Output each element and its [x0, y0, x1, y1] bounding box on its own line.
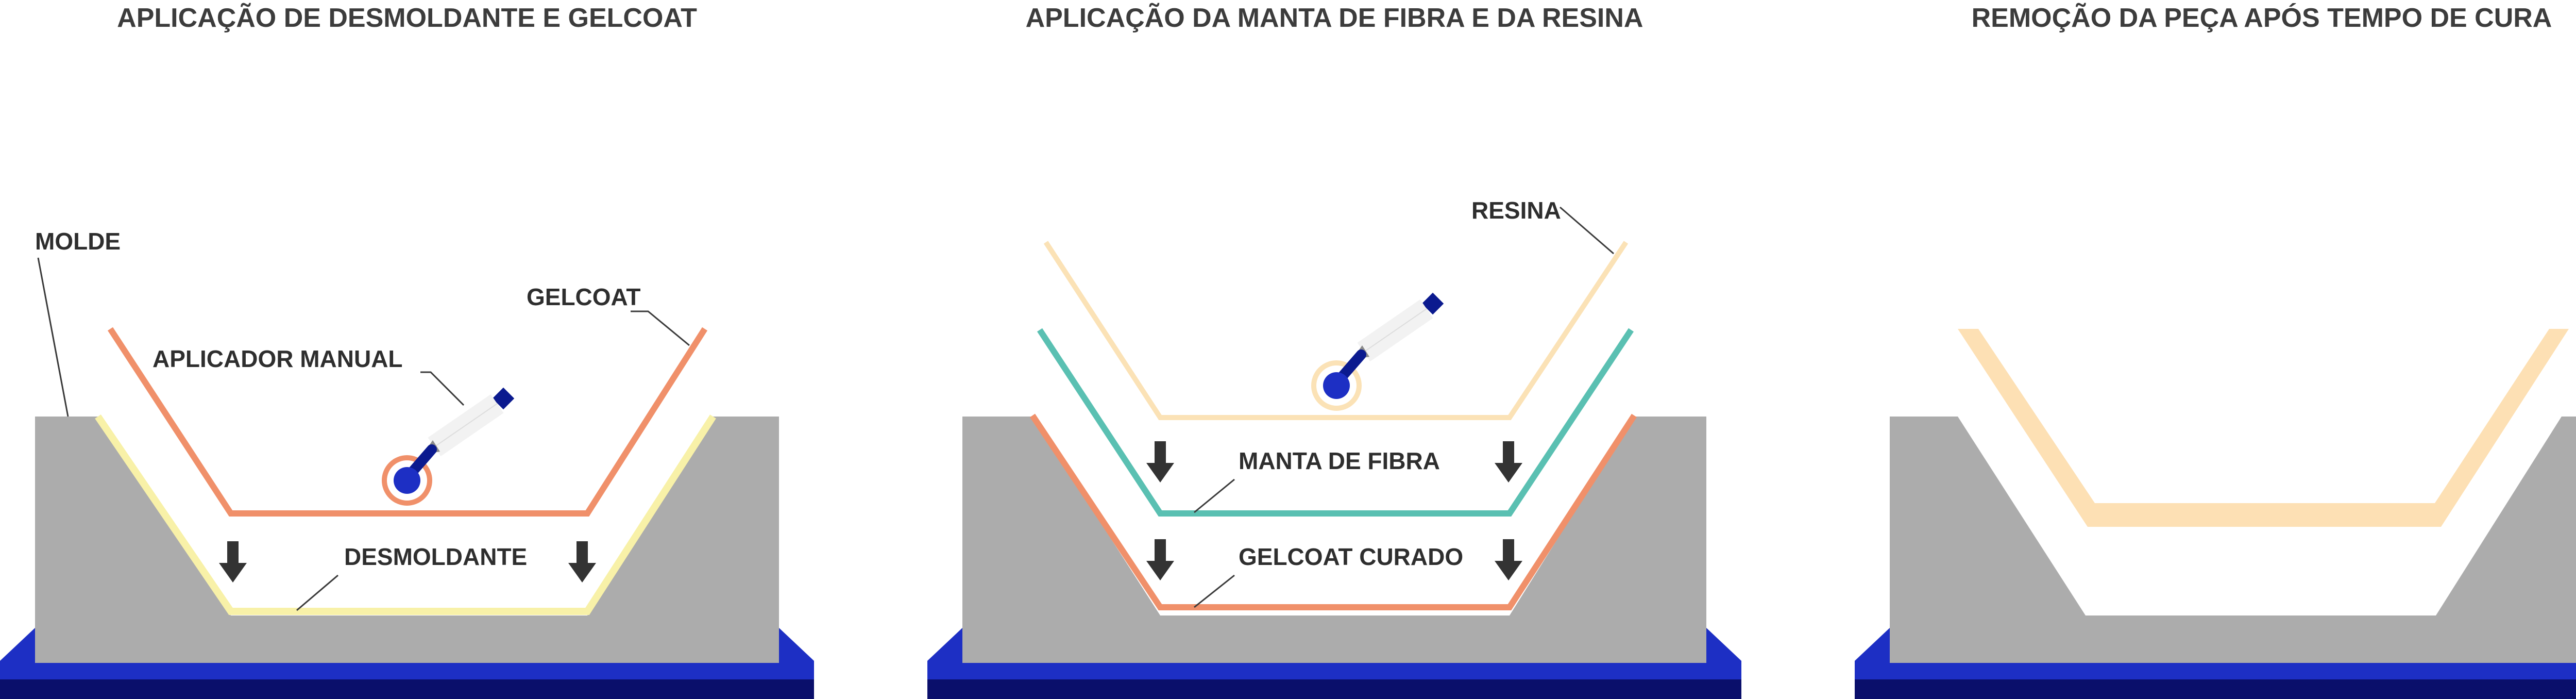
- down-arrow-icon: [1146, 539, 1174, 580]
- label-manta-fibra: MANTA DE FIBRA: [1239, 447, 1440, 474]
- base-plate-bottom: [1855, 679, 2576, 699]
- leader-molde: [37, 257, 69, 417]
- finished-part: [1958, 329, 2569, 527]
- down-arrow-icon: [1495, 441, 1522, 482]
- label-resina: RESINA: [1471, 197, 1561, 224]
- panel-2-title: APLICAÇÃO DA MANTA DE FIBRA E DA RESINA: [1026, 3, 1643, 33]
- roller-applicator-icon: [382, 388, 514, 506]
- down-arrow-icon: [1495, 539, 1522, 580]
- panel-1-title: APLICAÇÃO DE DESMOLDANTE E GELCOAT: [117, 3, 697, 33]
- label-gelcoat-curado: GELCOAT CURADO: [1239, 543, 1463, 570]
- resina-layer: [1043, 241, 1629, 420]
- panel-1: APLICAÇÃO DE DESMOLDANTE E GELCOAT MOLDE…: [0, 3, 814, 699]
- label-desmoldante: DESMOLDANTE: [344, 543, 527, 570]
- panel-2: APLICAÇÃO DA MANTA DE FIBRA E DA RESINA …: [927, 3, 1741, 699]
- leader-manta: [1194, 478, 1235, 513]
- desmoldante-layer: [95, 414, 716, 615]
- gelcoat-layer: [107, 327, 708, 517]
- mold: [35, 417, 779, 663]
- down-arrow-icon: [1146, 441, 1174, 482]
- leader-desmoldante: [296, 574, 338, 611]
- gelcoat-curado-layer: [1030, 413, 1637, 610]
- mold: [1890, 417, 2576, 663]
- label-aplicador: APLICADOR MANUAL: [152, 345, 403, 372]
- label-gelcoat: GELCOAT: [527, 284, 640, 310]
- manta-fibra-layer: [1037, 328, 1634, 517]
- base-plate-bottom: [0, 679, 814, 699]
- label-molde: MOLDE: [35, 228, 121, 255]
- leader-aplicador: [420, 371, 465, 406]
- panel-3-title: REMOÇÃO DA PEÇA APÓS TEMPO DE CURA: [1972, 3, 2552, 33]
- leader-gelcoat-curado: [1194, 574, 1235, 608]
- down-arrow-icon: [568, 541, 596, 582]
- mold: [962, 417, 1706, 663]
- panel-3: REMOÇÃO DA PEÇA APÓS TEMPO DE CURA: [1855, 3, 2576, 699]
- leader-gelcoat: [631, 310, 690, 346]
- leader-resina: [1560, 206, 1614, 255]
- roller-applicator-icon: [1311, 293, 1444, 411]
- down-arrow-icon: [219, 541, 247, 582]
- base-plate-bottom: [927, 679, 1741, 699]
